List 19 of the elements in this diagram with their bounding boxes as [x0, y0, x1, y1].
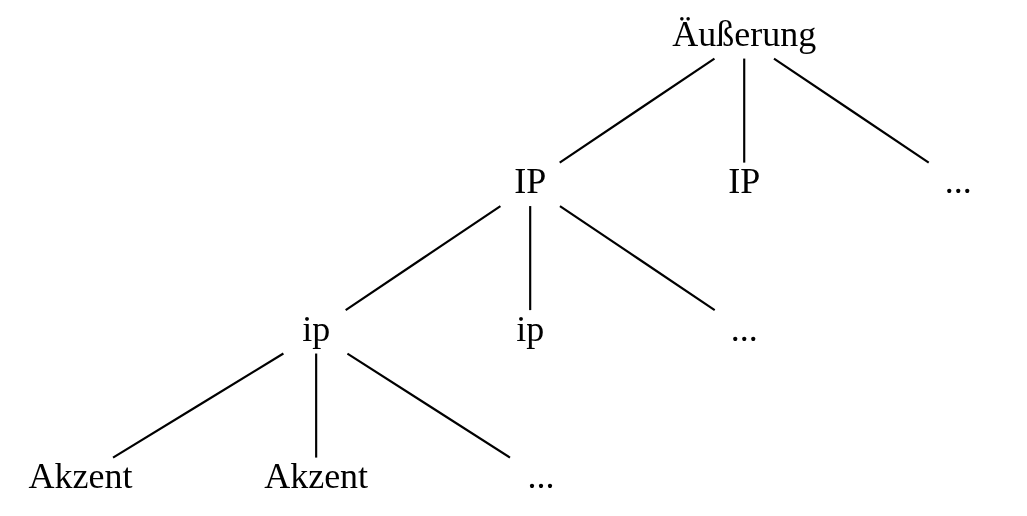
- node-text: Akzent: [263, 456, 368, 497]
- connector: [314, 353, 317, 458]
- node-text: IP: [513, 161, 546, 202]
- connector: [772, 57, 929, 164]
- node-text: ip: [515, 308, 544, 349]
- node-text: ...: [944, 161, 972, 202]
- connector: [742, 58, 745, 163]
- node-text: ...: [526, 456, 554, 497]
- node-text: ip: [301, 308, 330, 349]
- connector: [346, 352, 511, 459]
- connector: [558, 57, 715, 164]
- connector: [111, 352, 284, 459]
- connector: [528, 206, 531, 311]
- node-text: Äußerung: [671, 13, 816, 54]
- node-text: IP: [727, 161, 760, 202]
- connector: [558, 205, 715, 311]
- node-text: Akzent: [28, 456, 132, 497]
- node-text: ...: [730, 308, 758, 349]
- connector: [344, 205, 501, 311]
